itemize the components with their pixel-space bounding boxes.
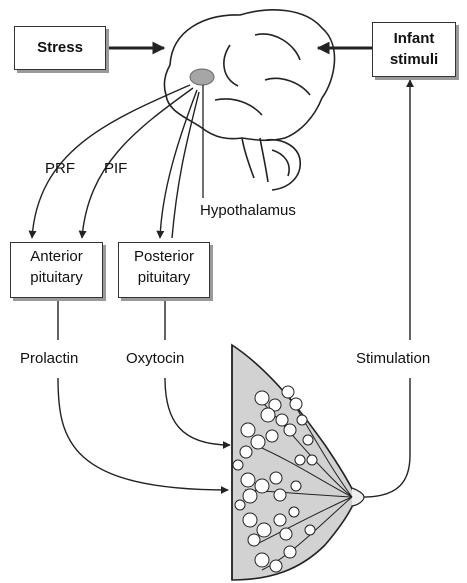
anterior-label: Anterior xyxy=(11,246,102,267)
posterior-pathway-arrow xyxy=(160,90,197,238)
oxytocin-arrow xyxy=(165,300,230,445)
hypothalamus-fiber xyxy=(172,92,199,238)
anterior-pituitary-box: Anterior pituitary xyxy=(10,242,103,298)
oxytocin-label: Oxytocin xyxy=(126,350,184,367)
stress-label: Stress xyxy=(37,39,83,56)
prf-label: PRF xyxy=(45,160,75,177)
stimuli-label: stimuli xyxy=(373,49,455,70)
breast-illustration xyxy=(232,345,364,580)
prolactin-label: Prolactin xyxy=(20,350,78,367)
pif-arrow xyxy=(82,88,193,238)
hypothalamus-shape xyxy=(190,69,214,85)
pif-label: PIF xyxy=(104,160,127,177)
posterior-pituitary-box: Posterior pituitary xyxy=(118,242,210,298)
infant-label: Infant xyxy=(373,28,455,49)
hypothalamus-label: Hypothalamus xyxy=(200,202,296,219)
anterior-pituitary-label: pituitary xyxy=(11,267,102,288)
stimulation-arrow xyxy=(360,80,410,497)
prolactin-arrow xyxy=(58,300,228,490)
posterior-label: Posterior xyxy=(119,246,209,267)
posterior-pituitary-label: pituitary xyxy=(119,267,209,288)
brain-illustration xyxy=(164,10,334,190)
stress-box: Stress xyxy=(14,26,106,70)
stimulation-label: Stimulation xyxy=(356,350,430,367)
infant-stimuli-box: Infant stimuli xyxy=(372,22,456,77)
